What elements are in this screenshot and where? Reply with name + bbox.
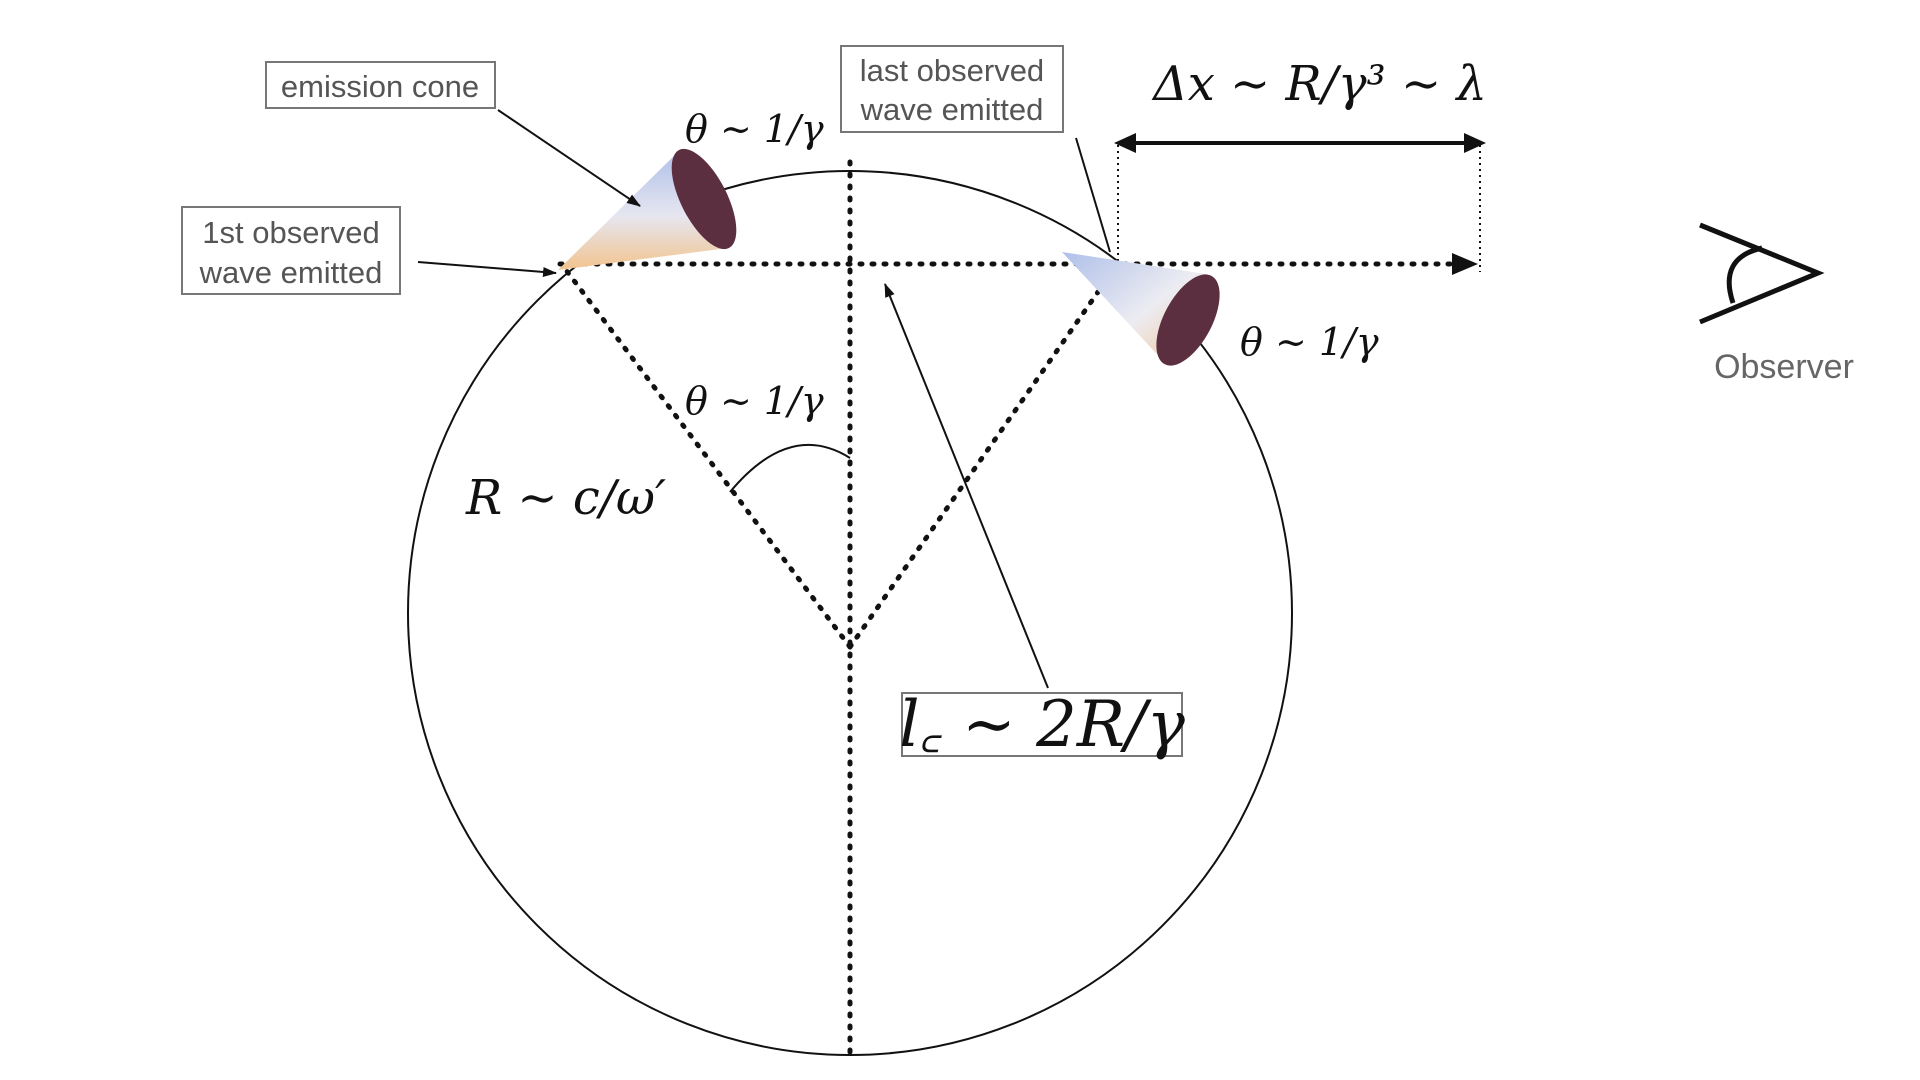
emission-cone-label: emission cone	[265, 61, 496, 109]
emission-cone-pointer	[497, 109, 641, 207]
last-wave-pointer	[1075, 137, 1111, 253]
last-wave-label: last observed wave emitted	[840, 45, 1064, 133]
coherence-length-label: l꜀ ∼ 2R/γ	[899, 688, 1185, 762]
emission-cone-label-box	[265, 61, 496, 109]
radius-right-line	[847, 289, 1101, 650]
radius-text: R ∼ c/ω′	[465, 470, 666, 526]
theta-top-text: θ ∼ 1/γ	[685, 107, 824, 151]
line-of-sight-arrowhead	[1452, 253, 1478, 275]
emission-cone-left	[558, 148, 737, 270]
cone-cap-left	[671, 148, 737, 250]
first-wave-text-line2: wave emitted	[199, 255, 383, 290]
delta-x-text: Δx ∼ R/γ³ ∼ λ	[1151, 56, 1487, 112]
first-wave-text-line1: 1st observed	[202, 215, 380, 250]
radius-left-line	[563, 267, 853, 650]
orbit-circle	[407, 170, 1293, 1056]
first-wave-label-box	[181, 206, 401, 295]
last-wave-text-line2: wave emitted	[860, 92, 1044, 127]
first-wave-label: 1st observed wave emitted	[181, 206, 401, 295]
coherence-length-text: l꜀ ∼ 2R/γ	[899, 688, 1185, 762]
delta-x-arrowhead-left	[1114, 133, 1136, 153]
eye-icon	[1699, 222, 1825, 325]
coherence-length-label-box	[901, 692, 1183, 757]
last-wave-text-line1: last observed	[860, 53, 1044, 88]
theta-right-text: θ ∼ 1/γ	[1240, 320, 1379, 364]
last-wave-label-box	[840, 45, 1064, 133]
center-angle-arc	[729, 444, 851, 493]
emission-cone-text: emission cone	[281, 69, 479, 104]
cone-cap-right	[1156, 274, 1220, 366]
theta-center-text: θ ∼ 1/γ	[685, 379, 824, 423]
delta-x-arrowhead-right	[1464, 133, 1486, 153]
observer-label: Observer	[1714, 348, 1854, 386]
coherence-length-pointer	[884, 283, 1049, 689]
first-wave-pointer	[417, 261, 557, 277]
emission-cone-right	[1062, 252, 1220, 366]
